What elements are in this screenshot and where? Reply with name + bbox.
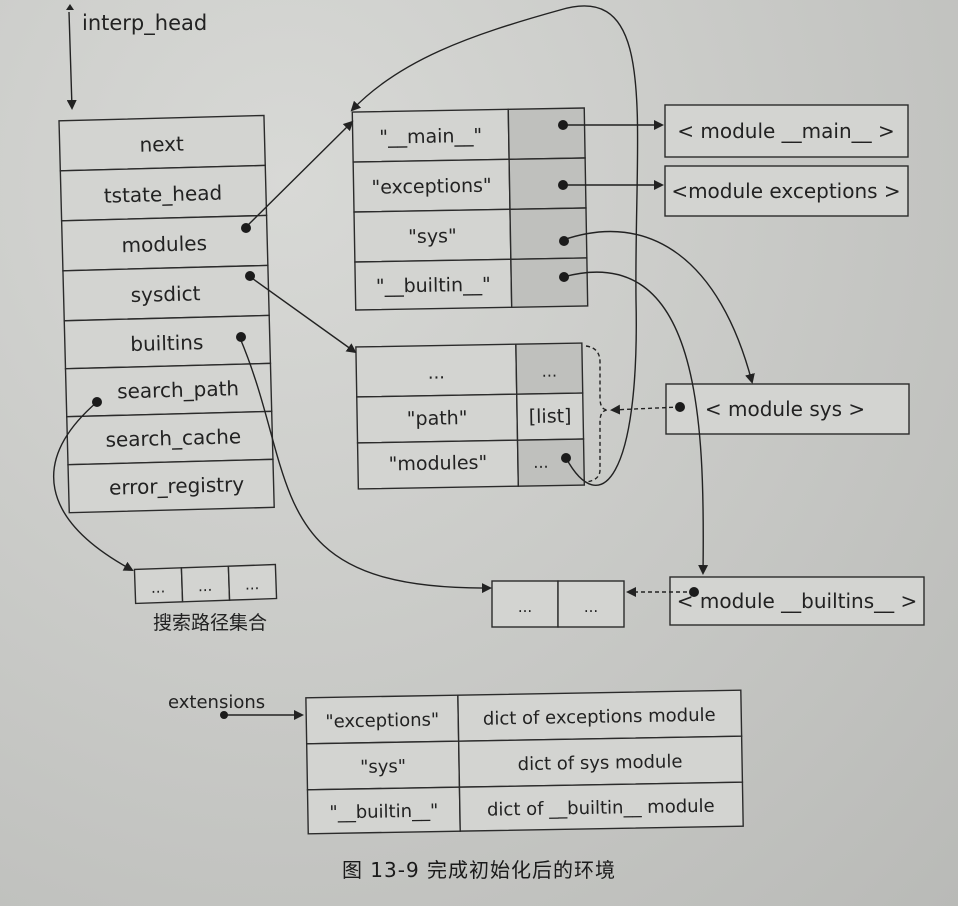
ext-key-builtin: "__builtin__" [329,801,438,824]
extensions-label: extensions [168,692,265,713]
sys-dict: ... ... "path" [list] "modules" ... [355,342,609,490]
modules-key-main: "__main__" [379,125,482,149]
ext-value-sys: dict of sys module [518,751,683,775]
field-next: next [139,132,184,157]
builtins-dict-cell-0: ... [518,598,532,616]
search-path-cell-2: ... [245,575,260,593]
extensions-dict: extensions "exceptions" dict of exceptio… [168,689,744,835]
field-error-registry: error_registry [109,472,245,500]
interp-head-label: interp_head [82,11,207,36]
search-path-set-label: 搜索路径集合 [153,612,267,634]
ext-value-builtin: dict of __builtin__ module [487,796,715,821]
search-path-cell-1: ... [198,577,213,595]
edge-modules-to-dict [244,120,354,229]
ext-key-exceptions: "exceptions" [325,709,439,732]
field-builtins: builtins [130,330,204,356]
builtins-dict: ... ... [491,580,625,628]
edge-sys-to-module [562,230,755,384]
edge-sysdict-to-dict [248,275,357,354]
module-exceptions-label: <module exceptions > [671,179,900,203]
edge-sysmodules-to-modules-dict [350,5,639,486]
modules-key-sys: "sys" [408,225,457,248]
edge-module-sys-to-dict [610,404,681,415]
edge-builtin-to-module [562,271,709,575]
sys-dict-value-0: ... [542,361,558,380]
builtins-dict-cell-1: ... [584,598,598,616]
field-error-registry-cell [67,458,275,514]
figure-caption: 图 13-9 完成初始化后的环境 [341,858,617,882]
field-tstate-head: tstate_head [103,181,222,208]
sys-dict-value-modules: ... [533,453,549,472]
module-sys-box: < module sys > [665,383,910,435]
ext-key-sys: "sys" [360,756,406,778]
module-sys-label: < module sys > [705,397,865,421]
field-sysdict: sysdict [130,281,201,307]
pointer-dots [92,120,699,719]
module-main-box: < module __main__ > [664,104,909,158]
search-path-cell-0: ... [151,578,166,596]
module-exceptions-box: <module exceptions > [664,165,909,217]
field-search-path: search_path [117,376,239,403]
search-path-set: ... ... ... 搜索路径集合 [133,563,278,634]
interp-struct: next tstate_head modules sysdict builtin… [58,114,275,514]
modules-key-exceptions: "exceptions" [371,175,492,199]
connector-edges [52,5,755,720]
sys-dict-key-path: "path" [407,407,468,430]
sys-dict-key-0: ... [428,362,446,383]
modules-dict: "__main__" "exceptions" "sys" "__builtin… [351,107,589,311]
module-builtins-box: < module __builtins__ > [669,576,925,626]
field-search-cache: search_cache [105,424,241,452]
edge-builtins-to-dict [239,337,492,594]
module-builtins-label: < module __builtins__ > [677,589,918,613]
ext-value-exceptions: dict of exceptions module [483,705,716,730]
interp-head-pointer: interp_head [66,4,207,110]
sys-dict-value-list: [list] [529,405,572,428]
module-main-label: < module __main__ > [677,119,895,143]
modules-key-builtin: "__builtin__" [376,274,491,298]
field-modules: modules [121,231,207,257]
sys-dict-key-modules: "modules" [388,452,487,476]
edge-searchpath-to-set [52,401,134,571]
